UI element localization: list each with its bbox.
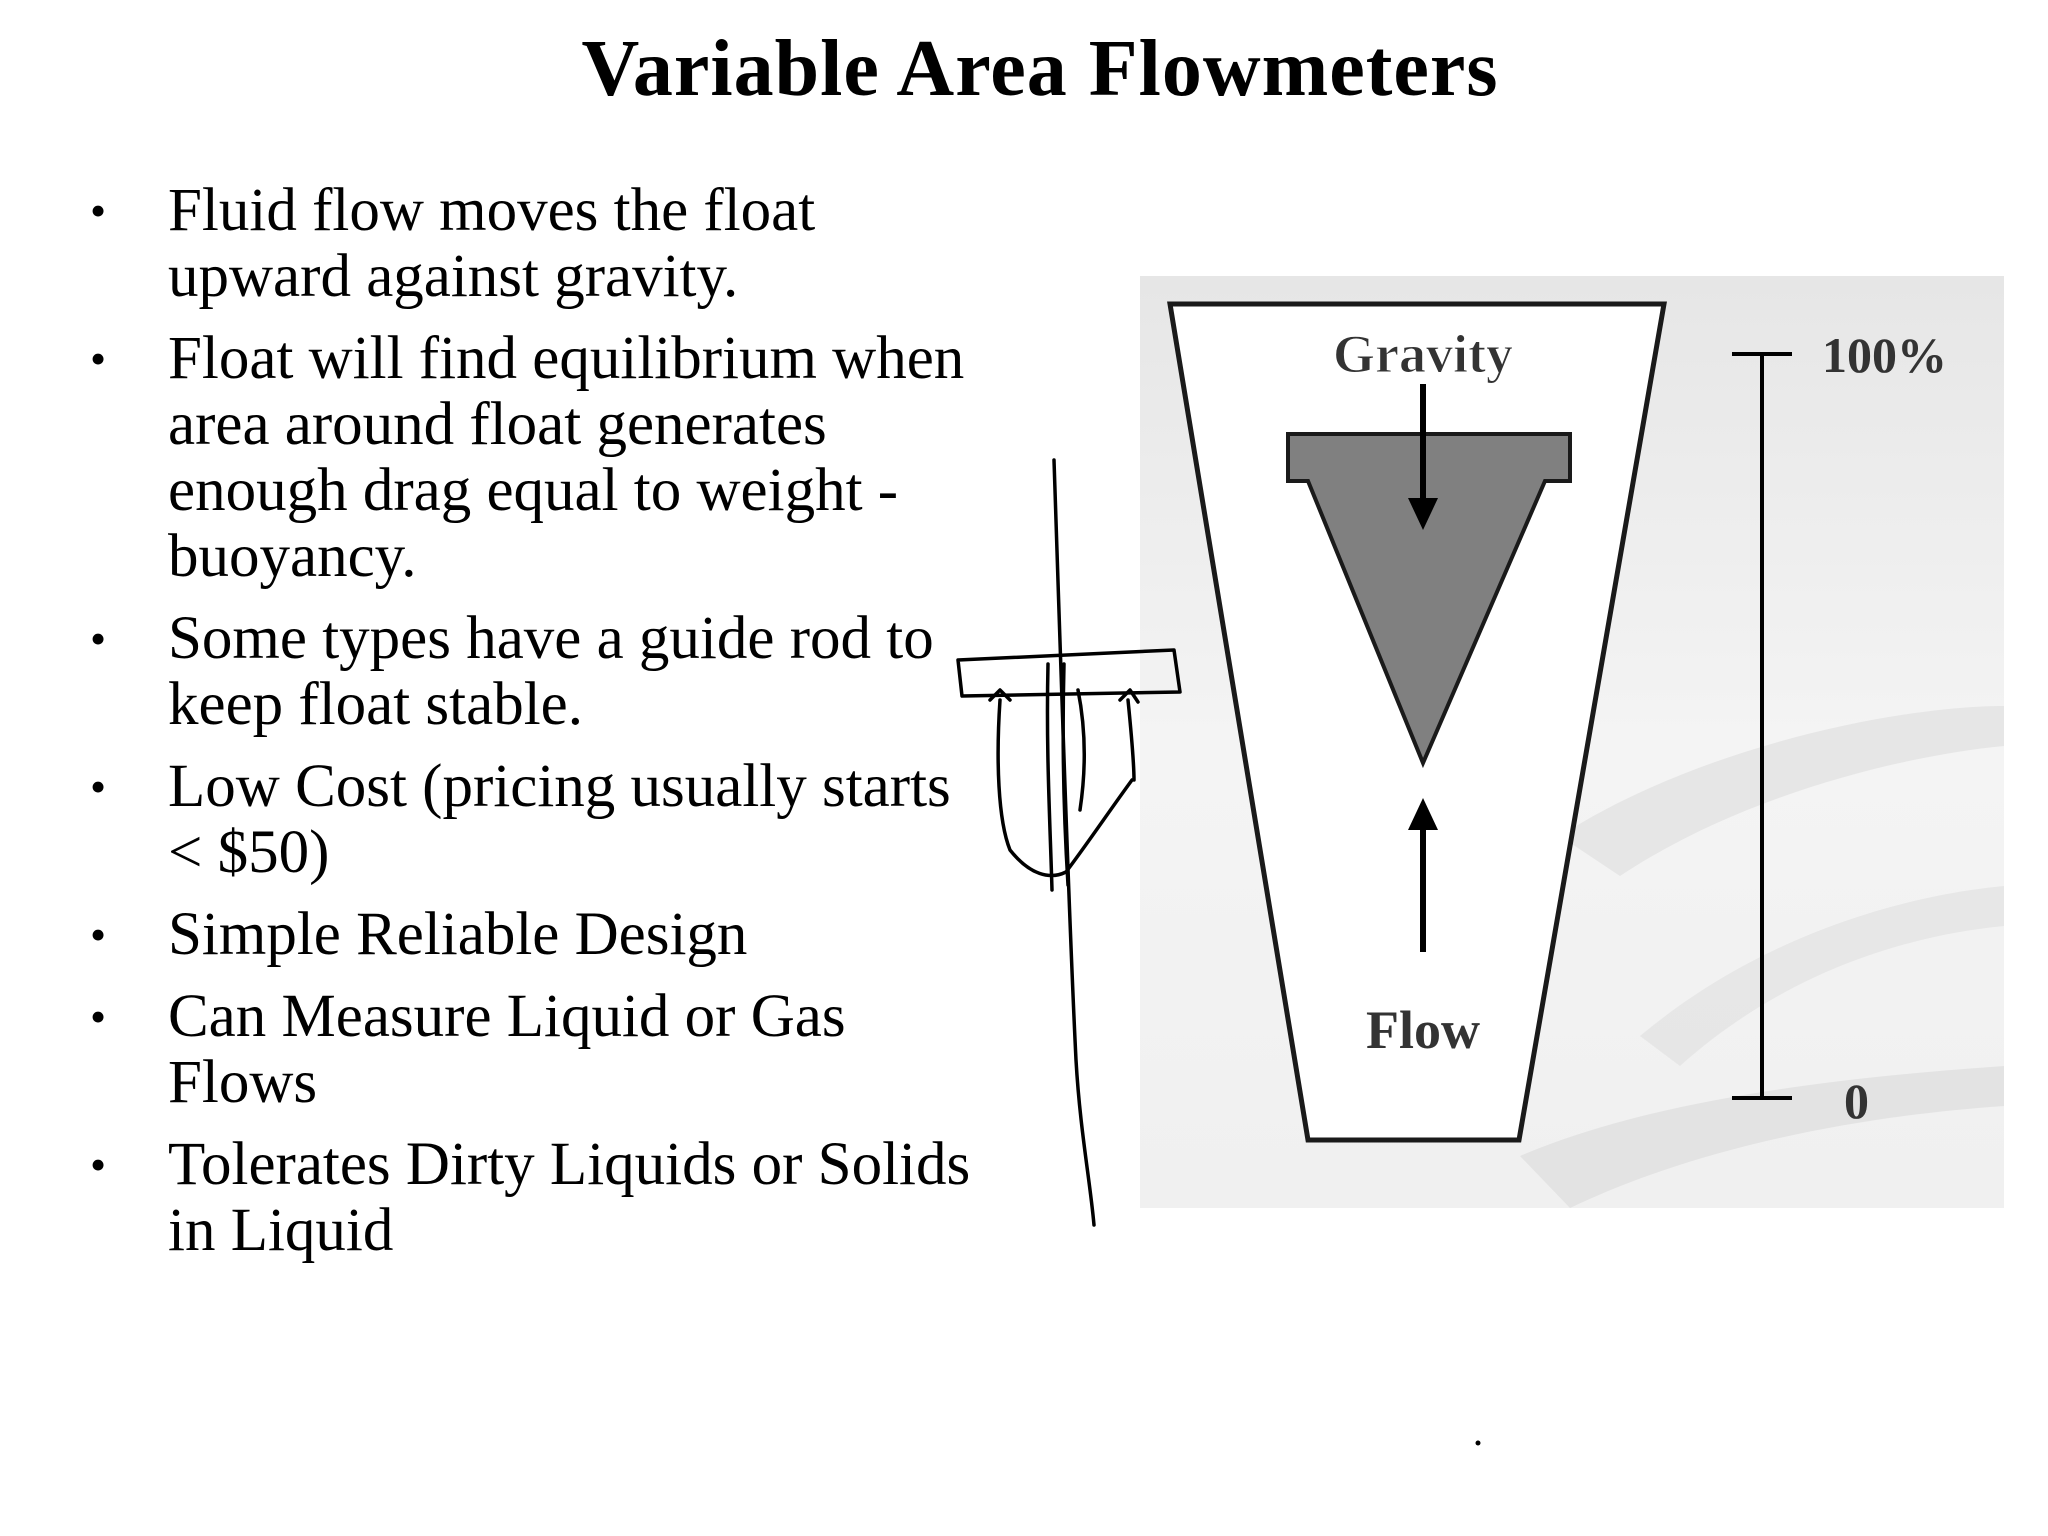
flow-label: Flow — [1366, 1000, 1480, 1060]
bullet-item: • Simple Reliable Design — [86, 902, 1086, 968]
bullet-line: Can Measure Liquid or Gas — [168, 983, 846, 1050]
bullet-line: keep float stable. — [168, 671, 583, 738]
bullet-line: Simple Reliable Design — [168, 901, 748, 968]
bullet-item: • Fluid flow moves the float upward agai… — [86, 178, 1086, 310]
bullet-list: • Fluid flow moves the float upward agai… — [86, 178, 1086, 1280]
bullet-dot-icon: • — [90, 613, 107, 664]
bullet-line: Fluid flow moves the float — [168, 177, 816, 244]
bullet-line: < $50) — [168, 819, 330, 886]
sketch-float-side — [1126, 698, 1136, 782]
sketch-arrow — [1118, 688, 1140, 704]
bullet-line: Flows — [168, 1049, 318, 1116]
bullet-item: • Tolerates Dirty Liquids or Solids in L… — [86, 1132, 1086, 1264]
bullet-line: Some types have a guide rod to — [168, 605, 934, 672]
scale-bottom-label: 0 — [1844, 1073, 1869, 1129]
bullet-dot-icon: • — [90, 909, 107, 960]
flow-arrow-head — [1408, 798, 1438, 830]
decorative-swoosh — [1520, 1066, 2004, 1208]
bullet-line: upward against gravity. — [168, 243, 739, 310]
bullet-item: • Some types have a guide rod to keep fl… — [86, 606, 1086, 738]
bullet-item: • Low Cost (pricing usually starts < $50… — [86, 754, 1086, 886]
float — [1286, 432, 1572, 769]
gravity-label: Gravity — [1333, 324, 1513, 384]
gravity-arrow-head — [1408, 498, 1438, 530]
slide-title: Variable Area Flowmeters — [581, 25, 1499, 113]
scale-top-label: 100% — [1822, 327, 1947, 383]
bullet-dot-icon: • — [90, 991, 107, 1042]
bullet-line: Float will find equilibrium when — [168, 325, 965, 392]
bullet-dot-icon: • — [90, 185, 107, 236]
bullet-item: • Can Measure Liquid or Gas Flows — [86, 984, 1086, 1116]
bullet-dot-icon: • — [90, 333, 107, 384]
bullet-line: in Liquid — [168, 1197, 394, 1264]
decorative-swoosh — [1560, 706, 2004, 876]
bullet-line: enough drag equal to weight - — [168, 457, 899, 524]
bullet-line: area around float generates — [168, 391, 827, 458]
bullet-dot-icon: • — [90, 1139, 107, 1190]
flowmeter-diagram: Gravity Flow 100% 0 — [1140, 276, 2004, 1208]
stray-dot — [1475, 1440, 1481, 1446]
bullet-dot-icon: • — [90, 761, 107, 812]
bullet-line: buoyancy. — [168, 523, 417, 590]
bullet-item: • Float will find equilibrium when area … — [86, 326, 1086, 590]
bullet-line: Tolerates Dirty Liquids or Solids — [168, 1131, 971, 1198]
bullet-line: Low Cost (pricing usually starts — [168, 753, 951, 820]
decorative-swoosh — [1640, 886, 2004, 1066]
